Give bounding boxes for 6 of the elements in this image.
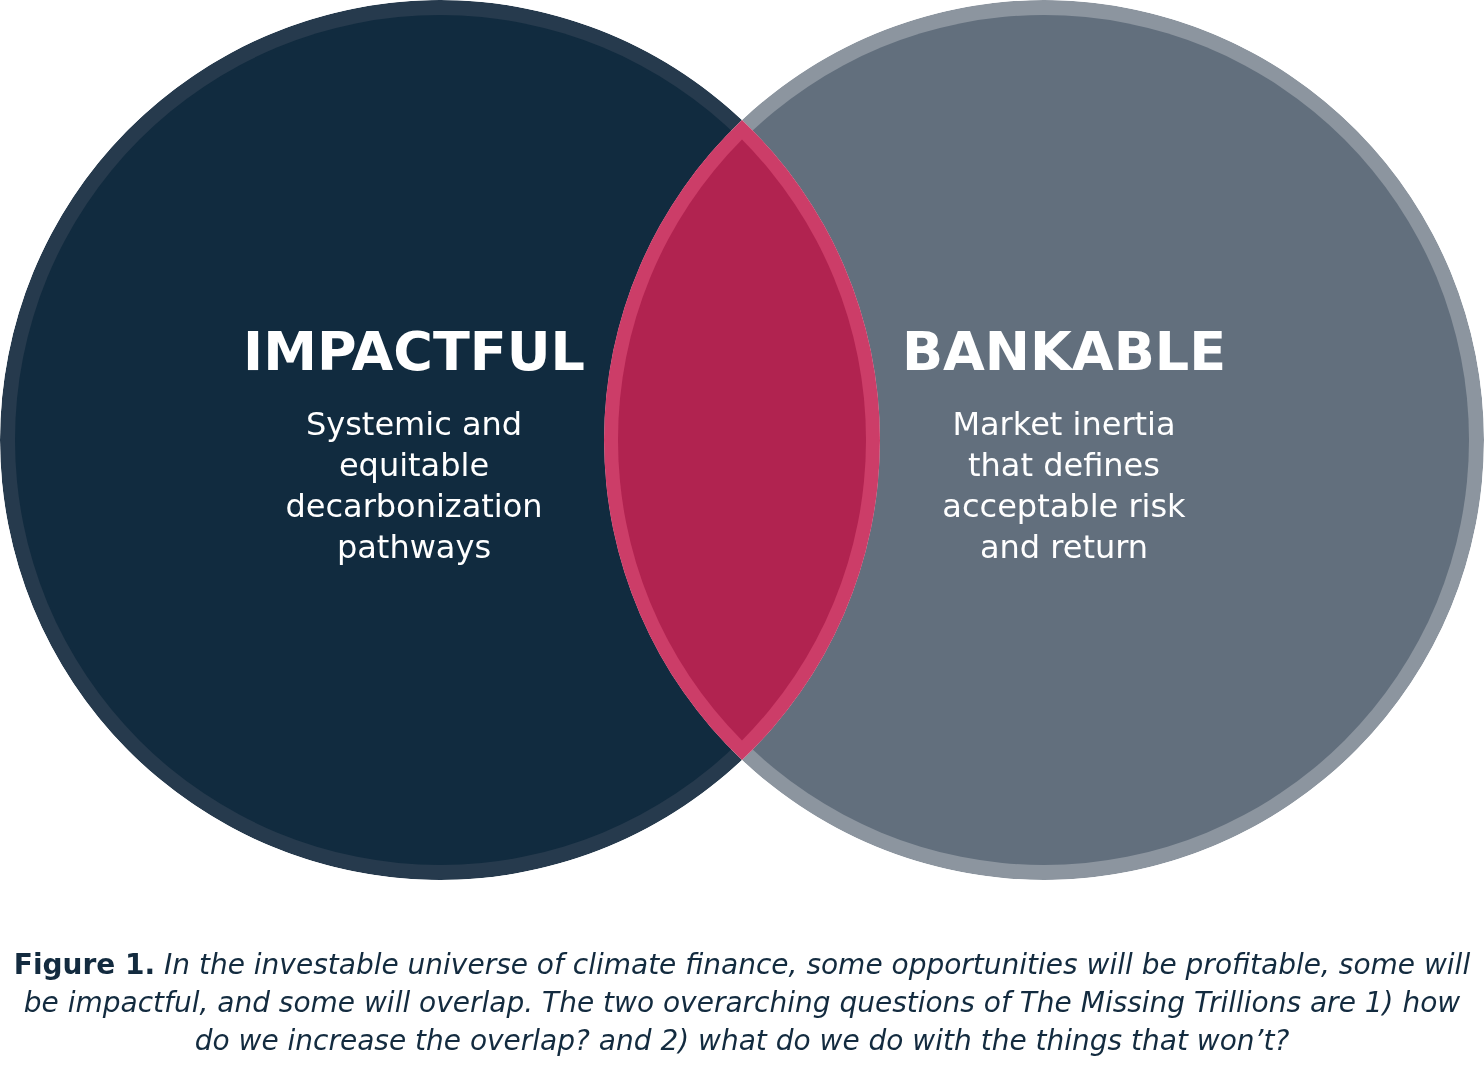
circle-heading: IMPACTFUL <box>243 320 585 384</box>
overlap-lens <box>604 120 880 760</box>
figure-caption: Figure 1. In the investable universe of climate finance, some opportunities will be profitable, some will be impactful, and some will overlap. The two overarching questions of The Missing Trillions are 1) how do we increase the overlap? and 2) what do we do with the things that won’t? <box>12 947 1472 1059</box>
circle-description: Systemic and equitable decarbonization pathways <box>284 404 544 568</box>
circle-description: Market inertia that defines acceptable risk and return <box>941 404 1187 568</box>
circle-heading: BANKABLE <box>901 320 1227 384</box>
